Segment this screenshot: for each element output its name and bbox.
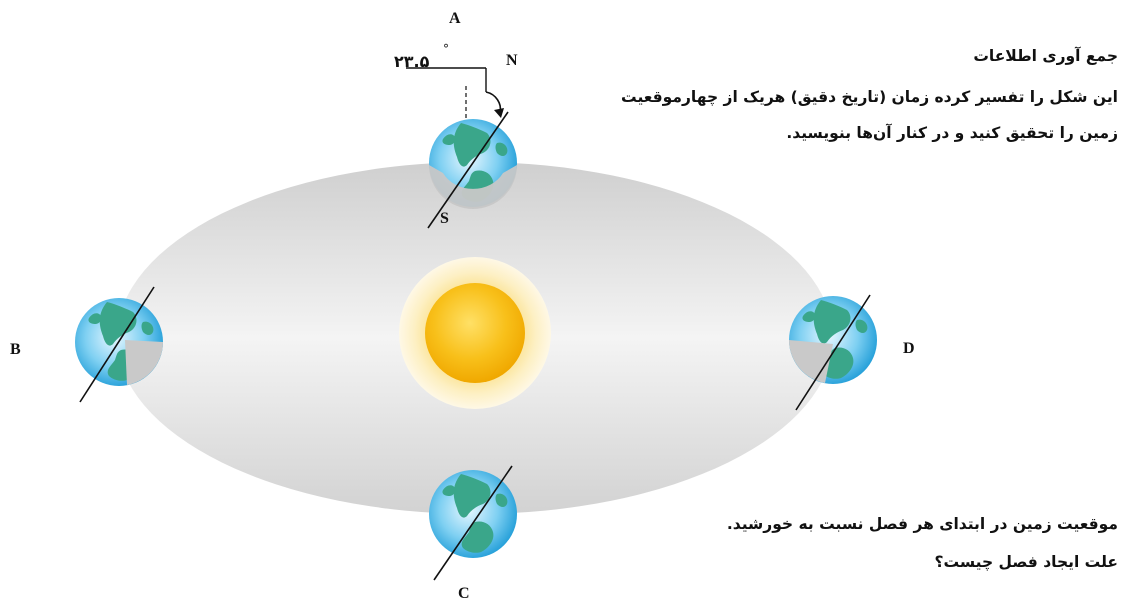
earth-position-b [75,286,163,403]
axis-d [795,294,871,411]
instruction-line-1: این شکل را تفسیر کرده زمان (تاریخ دقیق) … [621,88,1118,106]
question-line-2: علت ایجاد فصل چیست؟ [934,553,1118,571]
axis-c [433,465,513,581]
label-a: A [449,10,461,27]
label-north: N [506,52,518,69]
earth-position-d [789,294,877,411]
label-south: S [440,210,449,227]
question-line-1: موقعیت زمین در ابتدای هر فصل نسبت به خور… [726,515,1118,533]
axis-b [79,286,155,403]
tilt-arrow [485,91,502,113]
label-c: C [458,585,470,602]
instruction-line-2: زمین را تحقیق کنید و در کنار آن‌ها بنویس… [786,124,1118,142]
label-b: B [10,341,21,358]
heading-text: جمع آوری اطلاعات [973,47,1118,65]
earth-position-a [406,67,517,229]
degree-sign: ° [443,42,449,56]
tilt-angle-value: ۲۳.۵ [394,52,430,71]
sun [399,257,551,409]
axis-a [427,111,509,229]
label-d: D [903,340,915,357]
earth-position-c [429,465,517,581]
